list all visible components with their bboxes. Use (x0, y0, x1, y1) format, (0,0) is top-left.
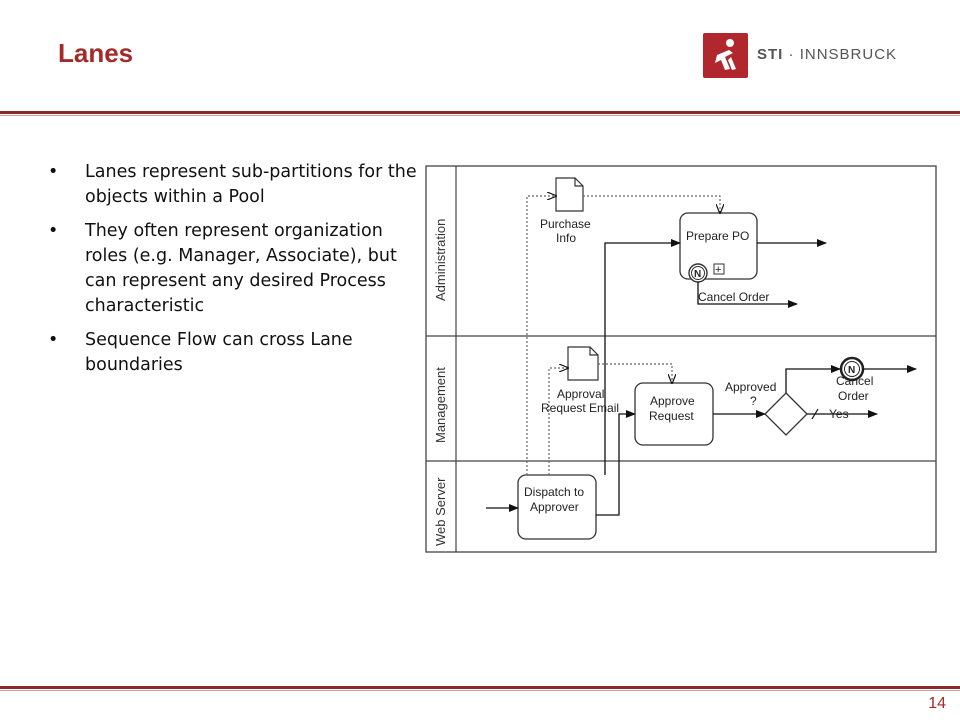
flow-no (785, 365, 841, 393)
cancel-order-label-mgmt-line2: Order (838, 389, 869, 403)
cancel-event-glyph: N (848, 365, 855, 376)
flow-yes-to-prepare-po (604, 239, 681, 475)
approved-question-label: Approved (725, 380, 776, 394)
bullet-list: • Lanes represent sub-partitions for the … (48, 160, 420, 387)
logo-text: STI · INNSBRUCK (757, 46, 898, 63)
approved-question-mark: ? (750, 394, 757, 408)
bullet-item: • Lanes represent sub-partitions for the … (48, 160, 420, 210)
cancel-event-inner (844, 361, 860, 377)
purchase-info-label: Purchase (540, 217, 591, 231)
task-prepare-po-label: Prepare PO (686, 229, 749, 243)
sti-logo-icon (703, 33, 748, 78)
flow-dispatch-to-approve (596, 410, 636, 516)
pool-border (425, 165, 937, 553)
yes-label: Yes (829, 407, 849, 421)
data-object-purchase-info (555, 177, 584, 212)
header-divider (0, 111, 960, 114)
task-dispatch-label-line2: Approver (530, 500, 579, 514)
subprocess-marker: + (715, 264, 721, 276)
footer-divider-thin (0, 690, 960, 691)
data-object-approval-email (567, 346, 599, 381)
bullet-item: • Sequence Flow can cross Lane boundaries (48, 328, 420, 378)
bullet-text: They often represent organization roles … (85, 221, 397, 316)
compensation-glyph: N (694, 269, 701, 280)
lane-label-administration: Administration (433, 219, 448, 301)
purchase-info-label-line2: Info (556, 231, 576, 245)
association-purchase-info-to-dispatch (526, 196, 556, 475)
task-approve-request-label: Approve (650, 394, 695, 408)
cancel-order-label-mgmt: Cancel (836, 374, 873, 388)
page-number: 14 (928, 695, 946, 712)
task-dispatch-label: Dispatch to (524, 485, 584, 499)
subprocess-marker-icon (713, 263, 725, 275)
association-dispatch-to-email (548, 368, 568, 475)
footer-divider (0, 686, 960, 689)
bpmn-lanes-diagram: Administration Management Web Server Pur… (425, 165, 937, 553)
approval-email-label: Approval (557, 387, 604, 401)
cancel-order-label-admin: Cancel Order (698, 290, 769, 304)
bullet-marker: • (48, 221, 59, 241)
association-purchase-info-to-prepare-po (583, 195, 720, 213)
association-email-to-approve (598, 363, 672, 383)
bullet-marker: • (48, 162, 59, 182)
header-divider-thin (0, 115, 960, 116)
lane-label-management: Management (433, 367, 448, 443)
flow-cancel-order (697, 282, 798, 308)
approval-email-label-line2: Request Email (541, 401, 619, 415)
bullet-marker: • (48, 330, 59, 350)
gateway-approved (764, 392, 808, 436)
compensation-event-inner (691, 266, 705, 280)
bullet-item: • They often represent organization roles… (48, 219, 420, 319)
task-approve-request-label-line2: Request (649, 409, 694, 423)
sti-logo: STI · INNSBRUCK (703, 33, 903, 78)
bullet-text: Lanes represent sub-partitions for the o… (85, 162, 417, 207)
default-flow-slash (811, 408, 819, 420)
lane-label-web-server: Web Server (433, 477, 448, 546)
slide-title: Lanes (58, 38, 134, 68)
bullet-text: Sequence Flow can cross Lane boundaries (85, 330, 353, 375)
